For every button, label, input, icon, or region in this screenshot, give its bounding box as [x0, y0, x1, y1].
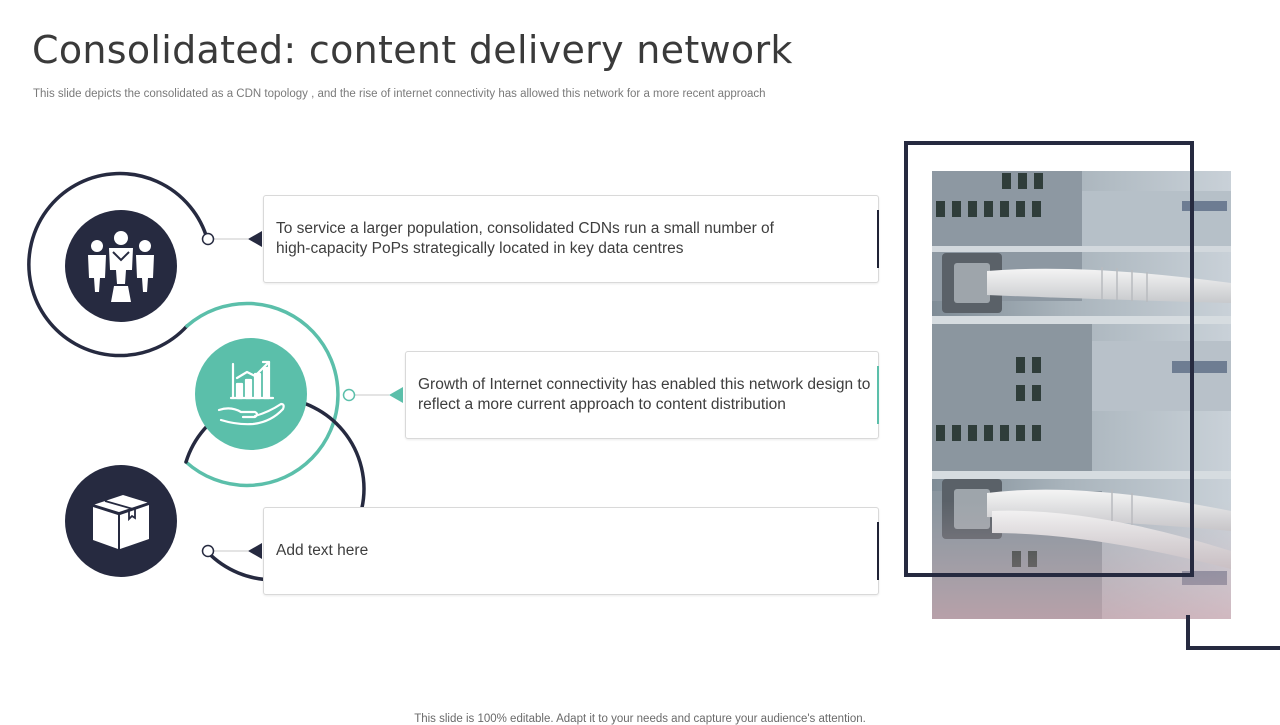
page-subtitle: This slide depicts the consolidated as a… — [33, 88, 766, 100]
text-box-3: Add text here — [263, 507, 879, 595]
arc-connectors-decoration — [27, 171, 403, 582]
page-title: Consolidated: content delivery network — [32, 28, 793, 72]
text-box-2: Growth of Internet connectivity has enab… — [405, 351, 879, 439]
package-box-icon — [65, 465, 177, 577]
text-box-1-content: To service a larger population, consolid… — [276, 220, 774, 257]
photo-frame-border — [904, 141, 1194, 577]
growth-chart-hand-icon — [195, 338, 307, 450]
text-box-1: To service a larger population, consolid… — [263, 195, 879, 283]
team-people-icon — [65, 210, 177, 322]
corner-bracket-decoration — [1186, 615, 1280, 650]
text-box-3-content: Add text here — [276, 542, 369, 559]
text-box-2-content: Growth of Internet connectivity has enab… — [418, 376, 871, 413]
footer-note: This slide is 100% editable. Adapt it to… — [414, 712, 866, 725]
server-rack-cables-photo — [932, 171, 1231, 619]
